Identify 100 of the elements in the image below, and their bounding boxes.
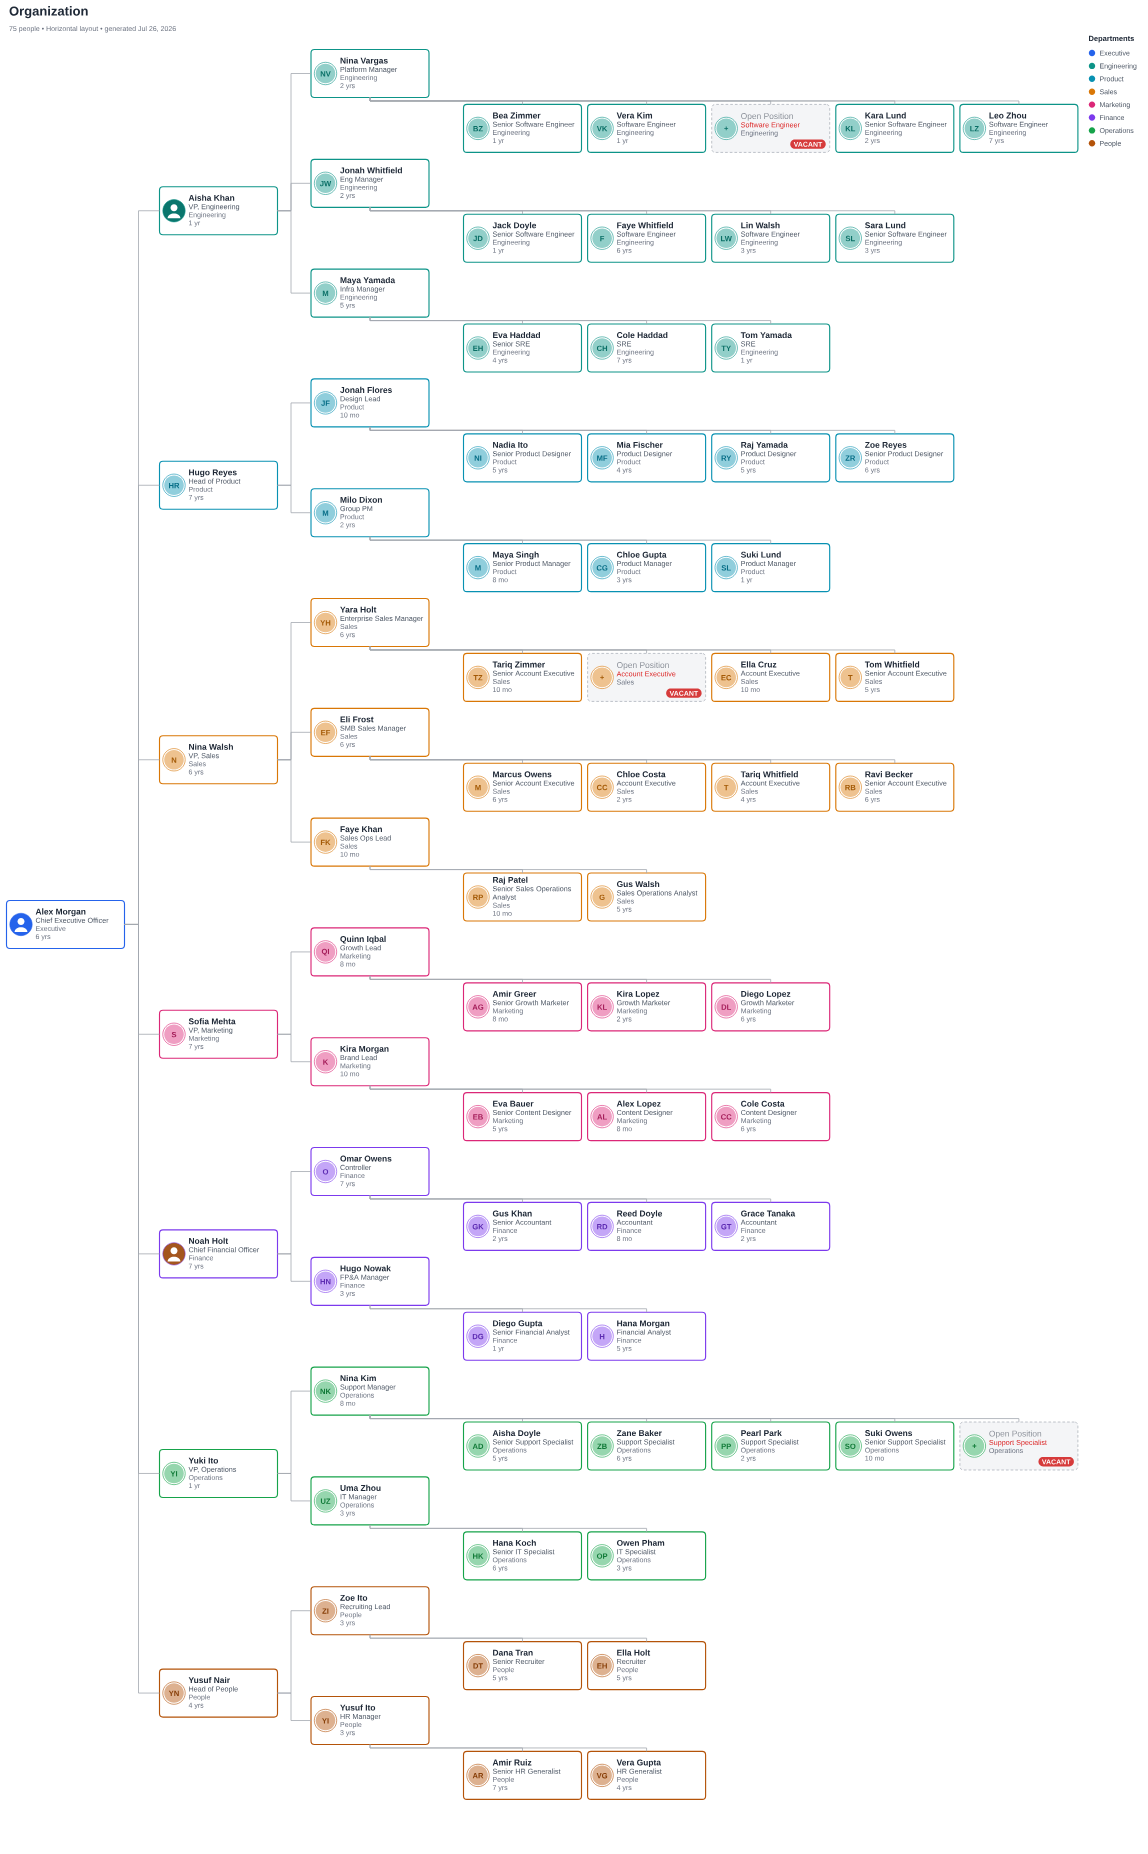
person-card <box>158 460 279 510</box>
person-name: Tariq Whitfield <box>740 771 798 779</box>
connector-line <box>369 1414 1020 1423</box>
person-card <box>310 1476 430 1526</box>
person-card <box>310 378 430 428</box>
person-name: Faye Whitfield <box>617 222 673 230</box>
person-name: Amir Ruiz <box>492 1759 532 1766</box>
person-card <box>462 1201 583 1251</box>
person-name: Tom Whitfield <box>864 661 920 668</box>
connector-line <box>369 1304 647 1313</box>
person-card <box>310 1366 430 1416</box>
person-card <box>310 1037 430 1087</box>
person-card <box>587 103 707 153</box>
person-card <box>587 1421 707 1471</box>
person-card <box>587 872 707 922</box>
person-name: Sofia Mehta <box>188 1018 236 1025</box>
person-name: Cole Haddad <box>616 331 668 339</box>
person-card <box>587 982 707 1032</box>
connector-line <box>277 484 312 514</box>
person-name: Kira Morgan <box>340 1045 389 1054</box>
person-card <box>462 103 583 153</box>
person-name: Aisha Khan <box>188 194 235 201</box>
connector-line <box>369 1634 647 1642</box>
person-name: Ella Cruz <box>741 661 777 668</box>
position-label: Open Position <box>617 661 669 670</box>
person-name: Suki Owens <box>865 1429 913 1437</box>
person-name: Grace Tanaka <box>741 1210 796 1217</box>
person-card <box>587 1750 707 1800</box>
person-name: Zoe Ito <box>340 1594 368 1601</box>
person-name: Suki Lund <box>740 551 781 558</box>
connector-line <box>277 1033 312 1063</box>
person-card <box>587 543 707 593</box>
person-name: Faye Khan <box>340 826 382 834</box>
connector-line <box>369 316 772 325</box>
person-name: Chloe Gupta <box>616 551 667 560</box>
person-name: Alex Morgan <box>35 908 86 917</box>
person-card <box>310 268 430 318</box>
person-card <box>462 433 583 483</box>
person-name: Uma Zhou <box>340 1484 381 1491</box>
person-card <box>835 213 955 263</box>
vacancy-card <box>711 104 831 153</box>
person-card <box>587 1641 707 1691</box>
person-name: Leo Zhou <box>989 112 1027 119</box>
person-name: Eva Bauer <box>493 1100 534 1107</box>
person-card <box>462 652 583 702</box>
title: Organization <box>9 6 88 19</box>
person-name: Cole Costa <box>741 1100 785 1107</box>
person-name: Nina Kim <box>340 1375 376 1382</box>
connector-line <box>369 536 772 544</box>
person-name: Hugo Reyes <box>189 469 237 477</box>
connector-line <box>369 97 1020 105</box>
person-card <box>158 186 279 236</box>
person-card <box>310 1256 430 1306</box>
person-card <box>310 597 430 648</box>
person-card <box>587 1311 707 1361</box>
person-name: Jonah Flores <box>340 386 392 393</box>
person-name: Milo Dixon <box>340 496 382 503</box>
position-label: Open Position <box>741 112 793 121</box>
person-card <box>462 982 583 1032</box>
connector-line <box>369 1195 772 1203</box>
vacancy-card <box>587 653 706 702</box>
person-name: Diego Gupta <box>493 1320 543 1328</box>
person-name: Yuki Ito <box>188 1457 219 1464</box>
person-card <box>462 1641 583 1691</box>
person-name: Dana Tran <box>493 1649 533 1656</box>
person-name: Yusuf Ito <box>340 1704 376 1711</box>
connector-line <box>369 865 647 874</box>
connector-line <box>277 1253 312 1282</box>
person-card <box>587 1531 707 1581</box>
person-card <box>310 48 430 99</box>
connector-line <box>369 755 896 764</box>
person-name: Zoe Reyes <box>865 442 907 450</box>
connector-line <box>369 1085 772 1093</box>
person-name: Marcus Owens <box>493 771 552 778</box>
person-card <box>711 652 831 702</box>
person-name: Tariq Zimmer <box>492 661 545 670</box>
person-name: Lin Walsh <box>741 222 780 229</box>
person-card <box>711 543 831 593</box>
person-card <box>711 433 831 483</box>
connector-line <box>277 759 312 843</box>
person-name: Jack Doyle <box>492 222 537 230</box>
person-name: Pearl Park <box>741 1429 782 1437</box>
person-name: Aisha Doyle <box>492 1429 541 1438</box>
person-card <box>587 213 707 263</box>
person-name: Sara Lund <box>865 222 906 229</box>
connector-line <box>369 1744 647 1752</box>
position-label: Open Position <box>989 1430 1042 1439</box>
person-name: Noah Holt <box>189 1237 229 1244</box>
person-card <box>462 1750 583 1800</box>
person-card <box>310 158 430 208</box>
person-name: Maya Singh <box>493 551 539 560</box>
person-card <box>835 762 955 812</box>
person-card <box>711 1092 831 1142</box>
person-name: Kira Lopez <box>617 990 660 999</box>
person-name: Vera Gupta <box>616 1759 661 1768</box>
person-name: Raj Yamada <box>741 441 788 450</box>
person-name: Alex Lopez <box>616 1100 661 1109</box>
person-card <box>711 213 831 263</box>
person-card <box>835 103 955 153</box>
connector-line <box>369 426 896 435</box>
